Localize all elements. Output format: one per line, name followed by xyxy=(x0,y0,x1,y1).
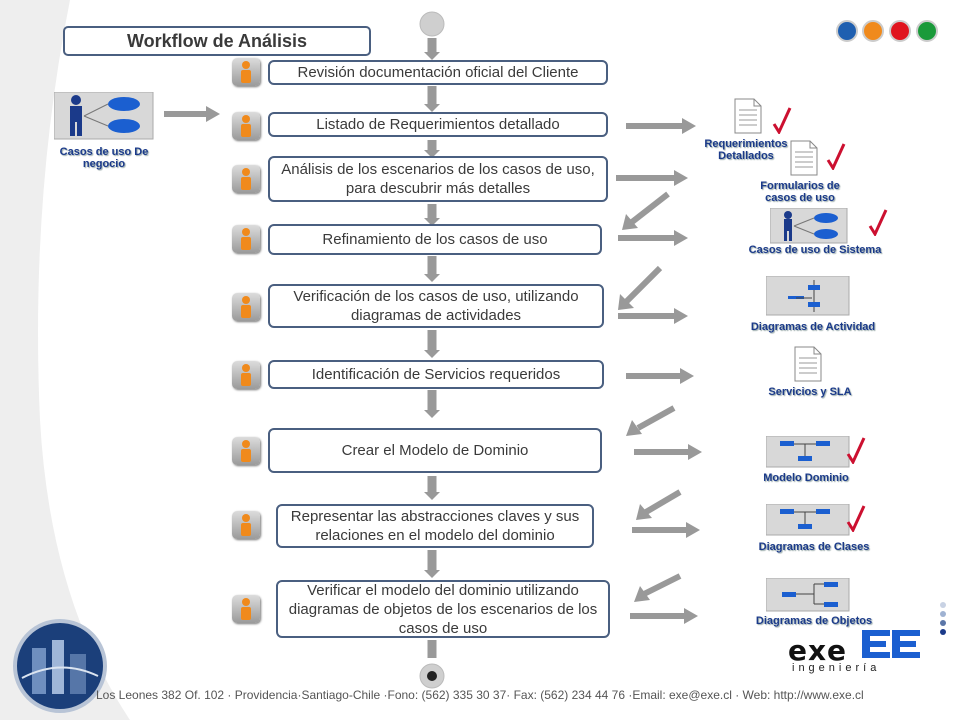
step-box: Refinamiento de los casos de uso xyxy=(268,224,602,255)
start-node xyxy=(419,11,445,37)
person-figure-icon xyxy=(241,61,251,83)
step-box: Identificación de Servicios requeridos xyxy=(268,360,604,389)
check-icon xyxy=(772,107,792,134)
footer-contact: Los Leones 382 Of. 102 · Providencia·San… xyxy=(96,688,864,702)
artifact-label: Diagramas de Clases xyxy=(758,541,870,553)
corner-dot-red xyxy=(889,20,911,42)
step-box: Listado de Requerimientos detallado xyxy=(268,112,608,137)
corner-dot-green xyxy=(916,20,938,42)
page-title: Workflow de Análisis xyxy=(63,26,371,56)
actor-icon xyxy=(232,437,260,465)
document-icon xyxy=(734,98,762,134)
artifact-label: Formularios de casos de uso xyxy=(760,180,840,204)
actor-icon xyxy=(232,293,260,321)
person-figure-icon xyxy=(241,228,251,250)
person-figure-icon xyxy=(241,598,251,620)
step-box: Representar las abstracciones claves y s… xyxy=(276,504,594,548)
logo-name: exe xyxy=(788,634,848,667)
check-icon xyxy=(846,437,866,464)
business-use-case-label: Casos de uso De negocio xyxy=(59,146,149,170)
check-icon xyxy=(846,505,866,532)
step-box: Análisis de los escenarios de los casos … xyxy=(268,156,608,202)
person-figure-icon xyxy=(241,440,251,462)
step-box: Crear el Modelo de Dominio xyxy=(268,428,602,473)
person-figure-icon xyxy=(241,115,251,137)
person-figure-icon xyxy=(241,364,251,386)
vertical-dots-decoration xyxy=(940,602,946,635)
artifact-label: Diagramas de Actividad xyxy=(750,321,876,333)
corner-dot-blue xyxy=(836,20,858,42)
person-figure-icon xyxy=(241,514,251,536)
step-box: Verificar el modelo del dominio utilizan… xyxy=(276,580,610,638)
object-diagram-icon xyxy=(766,578,850,612)
actor-icon xyxy=(232,58,260,86)
corner-dot-orange xyxy=(862,20,884,42)
person-figure-icon xyxy=(241,168,251,190)
activity-diagram-icon xyxy=(766,276,850,316)
class-diagram-icon xyxy=(766,504,850,536)
artifact-label: Diagramas de Objetos xyxy=(755,615,873,627)
actor-icon xyxy=(232,361,260,389)
artifact-label: Requerimientos Detallados xyxy=(704,138,788,162)
actor-icon xyxy=(232,112,260,140)
logo-subtitle: ingeniería xyxy=(792,662,881,674)
business-use-case-icon xyxy=(54,92,154,140)
exe-logo: exe ingeniería xyxy=(788,628,928,676)
document-icon xyxy=(790,140,818,176)
actor-icon xyxy=(232,165,260,193)
document-icon xyxy=(794,346,822,382)
exe-logo-mark-icon xyxy=(862,630,920,658)
globe-emblem-icon xyxy=(13,619,107,713)
check-icon xyxy=(826,143,846,170)
use-case-diagram-icon xyxy=(770,208,848,244)
artifact-label: Servicios y SLA xyxy=(768,386,852,398)
actor-icon xyxy=(232,225,260,253)
left-arc-decoration xyxy=(0,0,130,720)
artifact-label: Casos de uso de Sistema xyxy=(748,244,882,256)
class-diagram-icon xyxy=(766,436,850,468)
actor-icon xyxy=(232,595,260,623)
actor-icon xyxy=(232,511,260,539)
step-box: Verificación de los casos de uso, utiliz… xyxy=(268,284,604,328)
person-figure-icon xyxy=(241,296,251,318)
step-box: Revisión documentación oficial del Clien… xyxy=(268,60,608,85)
check-icon xyxy=(868,209,888,236)
artifact-label: Modelo Dominio xyxy=(763,472,849,484)
